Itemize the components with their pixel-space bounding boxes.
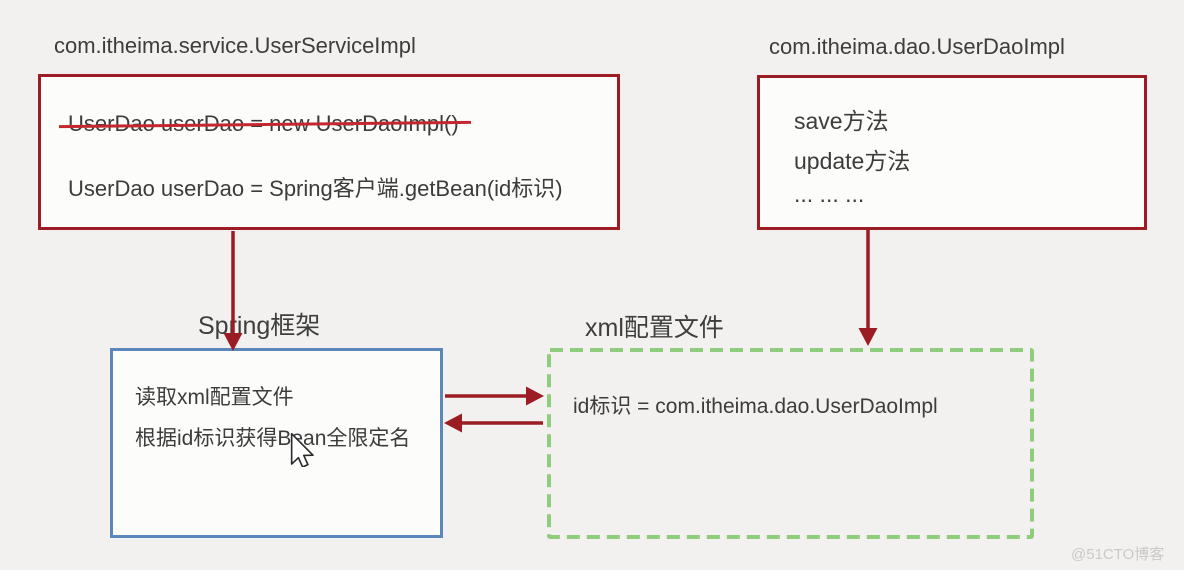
arrow-dao-to-xml bbox=[858, 230, 878, 346]
spring-framework-box: 读取xml配置文件 根据id标识获得Bean全限定名 bbox=[110, 348, 443, 538]
xml-config-label: xml配置文件 bbox=[585, 314, 724, 342]
spring-framework-label: Spring框架 bbox=[198, 312, 321, 340]
service-class-title: com.itheima.service.UserServiceImpl bbox=[54, 33, 416, 58]
dao-class-title: com.itheima.dao.UserDaoImpl bbox=[769, 34, 1065, 59]
dao-method-update: update方法 bbox=[794, 148, 911, 174]
spring-read-xml-line: 读取xml配置文件 bbox=[135, 386, 294, 409]
dashed-border bbox=[547, 348, 1034, 539]
spring-get-bean-line: 根据id标识获得Bean全限定名 bbox=[135, 427, 411, 450]
dao-method-ellipsis: ... ... ... bbox=[794, 181, 865, 207]
new-code-line: UserDao userDao = Spring客户端.getBean(id标识… bbox=[68, 176, 563, 201]
service-class-box: UserDao userDao = new UserDaoImpl() User… bbox=[38, 74, 620, 230]
dao-class-box: save方法 update方法 ... ... ... bbox=[757, 75, 1147, 230]
xml-id-mapping-text: id标识 = com.itheima.dao.UserDaoImpl bbox=[573, 395, 938, 418]
old-code-line: UserDao userDao = new UserDaoImpl() bbox=[58, 111, 471, 137]
xml-config-box: id标识 = com.itheima.dao.UserDaoImpl bbox=[547, 348, 1034, 539]
arrow-spring-to-xml bbox=[445, 386, 544, 406]
watermark: @51CTO博客 bbox=[1071, 546, 1165, 563]
dao-method-save: save方法 bbox=[794, 108, 889, 134]
arrow-xml-to-spring bbox=[444, 413, 543, 433]
